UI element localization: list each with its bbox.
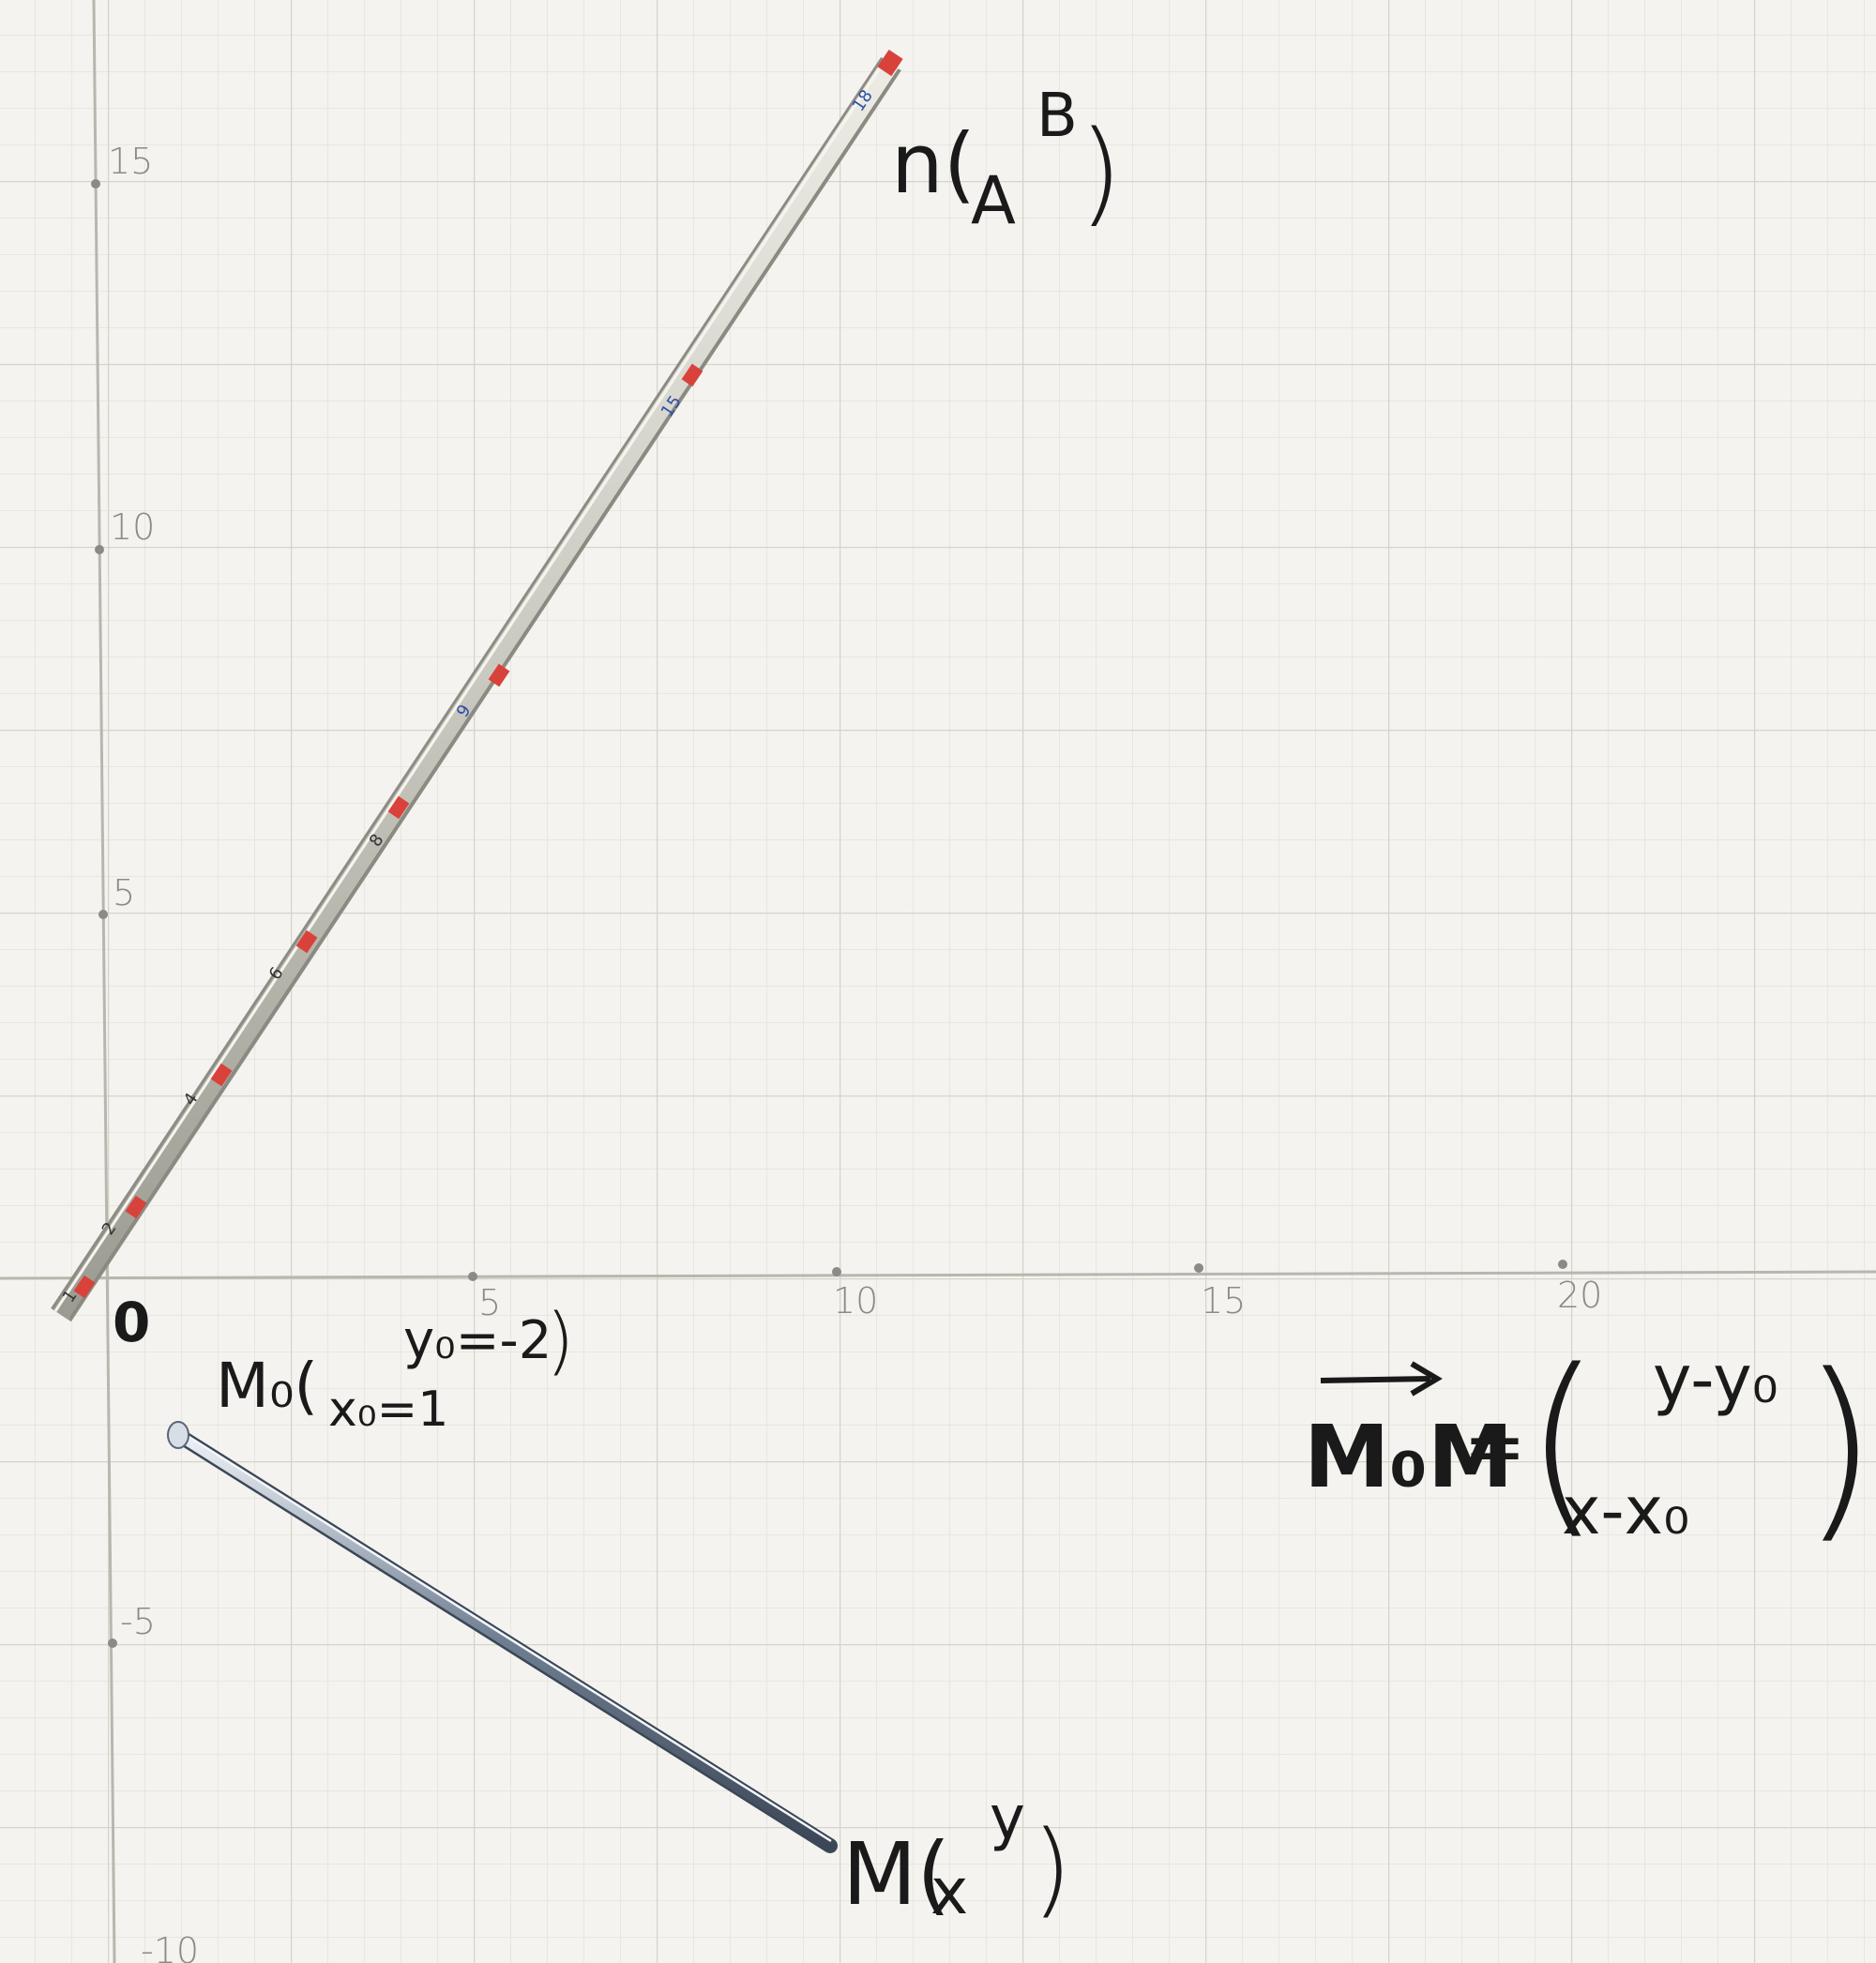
tick-dots [91,179,1567,1648]
vector-equation-lhs: M₀M [1304,1407,1513,1507]
x-axis [0,1270,1876,1280]
normal-vector-top: B [1036,82,1078,151]
y-axis [92,0,116,1963]
vector-equation-open: ( [1524,1327,1601,1557]
x-tick-15: 15 [1201,1280,1246,1321]
vector-arrow-head [1410,1361,1443,1397]
normal-vector-bottom: A [971,162,1016,239]
metal-rod-icon [167,1421,838,1853]
point-m0-bottom: x₀=1 [328,1382,448,1438]
point-m0-top: y₀=-2 [403,1310,552,1371]
x-tick-10: 10 [833,1280,878,1321]
normal-vector-label: n( B A ) [891,82,1123,239]
ruler-red-markers [73,363,704,1299]
vector-equation-top: y-y₀ [1653,1341,1778,1418]
y-tick-10: 10 [110,506,155,548]
origin-label: 0 [113,1291,150,1354]
y-tick-neg10: -10 [141,1930,199,1963]
point-m-top: y [990,1784,1025,1853]
point-m0-close: ) [546,1299,574,1383]
vector-equation-close: ) [1801,1332,1876,1562]
x-tick-20: 20 [1557,1275,1602,1316]
normal-vector-name: n( [891,115,976,212]
point-m-label: M( y x ) [842,1784,1072,1929]
x-tick-5: 5 [478,1282,501,1323]
point-m-close: ) [1032,1808,1072,1928]
normal-vector-close: ) [1079,108,1123,238]
point-m0-name: M₀( [216,1350,318,1422]
vector-arrow-shaft [1320,1376,1431,1383]
ruler-stick-icon: 1 2 4 6 8 9 15 18 [51,49,903,1322]
y-tick-5: 5 [113,872,135,914]
vector-equation-eq: = [1463,1403,1526,1490]
point-m-bottom: x [930,1855,968,1929]
y-tick-neg5: -5 [120,1601,156,1642]
point-m0-label: M₀( y₀=-2 x₀=1 ) [216,1299,574,1438]
vector-equation: M₀M = ( y-y₀ x-x₀ ) [1304,1327,1876,1562]
y-tick-15: 15 [108,141,153,182]
vector-equation-bottom: x-x₀ [1562,1472,1689,1549]
point-m-name: M( [842,1824,950,1925]
